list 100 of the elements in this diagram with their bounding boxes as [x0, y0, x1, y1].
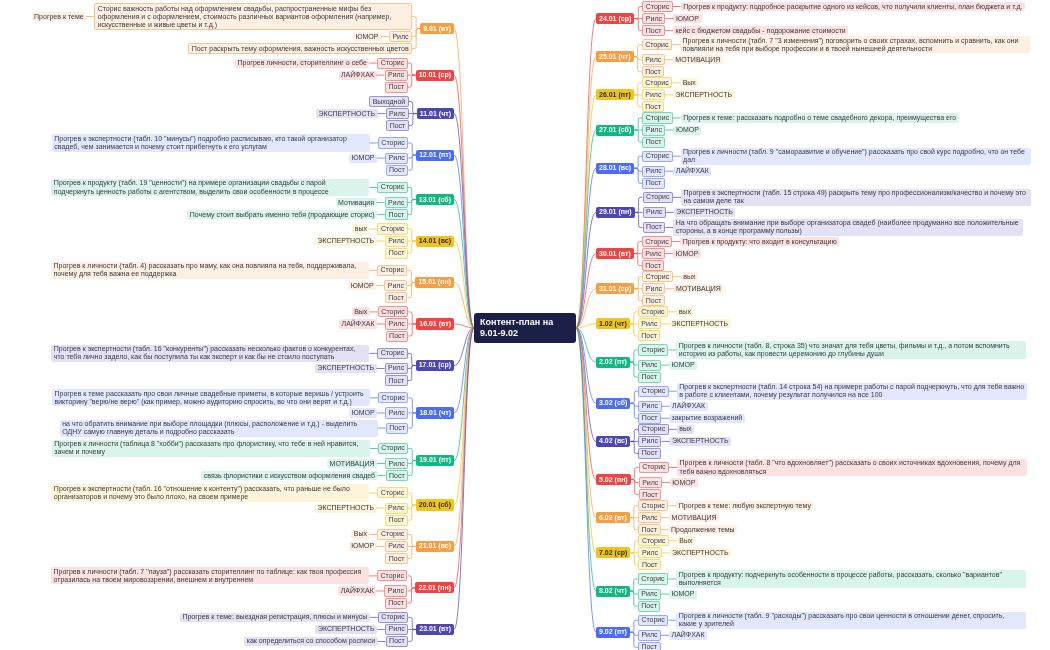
connector-line	[407, 323, 417, 337]
connector-line	[376, 463, 386, 464]
connector-line	[453, 327, 475, 366]
connector-line	[665, 288, 674, 290]
connector-line	[575, 167, 597, 329]
connector-line	[453, 323, 475, 329]
connector-line	[407, 504, 417, 521]
connector-line	[377, 641, 386, 642]
connector-line	[376, 546, 386, 547]
connector-line	[375, 590, 385, 592]
connector-line	[407, 240, 417, 254]
connector-line	[671, 241, 681, 242]
connector-line	[411, 28, 421, 50]
connector-line	[672, 155, 681, 157]
connector-line	[660, 323, 670, 325]
connector-line	[407, 460, 417, 476]
connector-line	[376, 214, 386, 215]
connector-line	[408, 113, 418, 126]
connector-line	[630, 402, 639, 419]
connector-line	[668, 429, 677, 430]
connector-line	[633, 56, 642, 73]
connector-line	[369, 492, 378, 494]
connector-line	[368, 270, 378, 271]
connector-line	[407, 629, 417, 642]
connector-line	[661, 441, 670, 442]
connector-line	[377, 475, 386, 476]
connector-line	[668, 467, 678, 468]
connector-line	[630, 479, 640, 495]
connector-line	[407, 199, 417, 215]
connector-line	[630, 390, 639, 404]
connector-line	[369, 534, 378, 535]
connector-line	[633, 18, 643, 31]
connector-line	[629, 631, 639, 648]
connector-line	[665, 170, 674, 172]
connector-line	[664, 30, 674, 31]
connector-line	[667, 578, 677, 580]
connector-line	[634, 197, 643, 213]
connector-line	[660, 593, 670, 595]
connector-line	[368, 575, 378, 577]
connector-line	[665, 18, 674, 19]
connector-line	[664, 227, 674, 228]
connector-line	[369, 228, 378, 230]
connector-line	[668, 390, 678, 392]
connector-line	[633, 129, 643, 143]
connector-line	[376, 240, 386, 242]
connector-line	[369, 617, 379, 618]
connector-line	[629, 619, 639, 633]
connector-line	[407, 154, 417, 171]
connector-line	[407, 546, 417, 559]
connector-line	[375, 285, 385, 286]
connector-line	[671, 44, 681, 46]
connector-line	[664, 253, 674, 254]
connector-line	[665, 212, 675, 213]
connector-line	[407, 365, 417, 381]
connector-line	[407, 74, 417, 88]
connector-line	[665, 129, 674, 131]
connector-line	[407, 587, 416, 604]
connector-line	[575, 327, 597, 363]
connector-line	[633, 167, 643, 184]
connector-line	[369, 448, 379, 449]
connector-line	[453, 327, 475, 414]
connector-line	[667, 349, 677, 351]
connector-line	[380, 36, 390, 37]
connector-line	[660, 364, 670, 366]
connector-line	[664, 59, 674, 61]
connector-line	[376, 368, 385, 369]
connector-line	[633, 288, 643, 302]
connector-line	[575, 253, 597, 329]
connector-line	[369, 397, 379, 399]
connector-line	[660, 634, 670, 636]
connector-line	[664, 94, 674, 96]
connector-line	[369, 311, 379, 313]
connector-line	[575, 327, 597, 519]
connector-line	[376, 323, 386, 325]
connector-line	[634, 212, 643, 228]
connector-line	[369, 187, 378, 188]
connector-line	[575, 323, 597, 329]
connector-line	[368, 62, 378, 64]
connector-line	[660, 529, 669, 531]
connector-line	[629, 590, 639, 607]
connector-line	[376, 157, 386, 159]
connector-line	[630, 552, 639, 566]
connector-line	[377, 113, 386, 114]
connector-line	[377, 427, 387, 429]
connector-line	[661, 405, 670, 407]
connector-line	[376, 629, 386, 630]
connector-line	[453, 282, 475, 329]
connector-line	[667, 505, 677, 507]
connector-line	[667, 619, 677, 621]
connector-line	[672, 6, 682, 7]
connector-line	[660, 417, 670, 419]
connector-line	[453, 327, 475, 506]
connector-line	[453, 240, 475, 329]
connector-line	[661, 552, 670, 554]
connector-line	[672, 276, 682, 278]
connector-line	[668, 540, 678, 542]
connector-line	[633, 253, 643, 266]
central-topic: Контент-план на 9.01-9.02	[474, 313, 576, 343]
connector-line	[575, 327, 597, 480]
connector-line	[368, 353, 378, 354]
